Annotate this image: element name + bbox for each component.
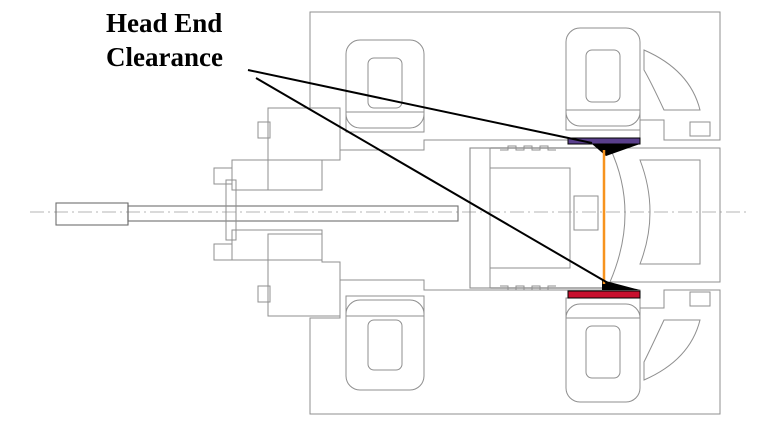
head-end-clearance-label: Head End Clearance (106, 6, 223, 74)
bottom-clearance-wedge (602, 280, 640, 290)
piston-rod (55, 202, 459, 226)
top-clearance-wedge (592, 144, 640, 156)
cylinder-body-top (309, 11, 721, 151)
clearance-highlights (567, 137, 641, 299)
cylinder-body-bottom (309, 279, 721, 415)
head-end (609, 121, 721, 307)
bottom-valve-seat-highlight (567, 290, 641, 299)
leader-line-bottom (255, 77, 609, 284)
leader-line-top (247, 69, 593, 144)
label-line-2: Clearance (106, 42, 223, 72)
label-line-1: Head End (106, 8, 223, 38)
leader-lines (247, 69, 609, 284)
